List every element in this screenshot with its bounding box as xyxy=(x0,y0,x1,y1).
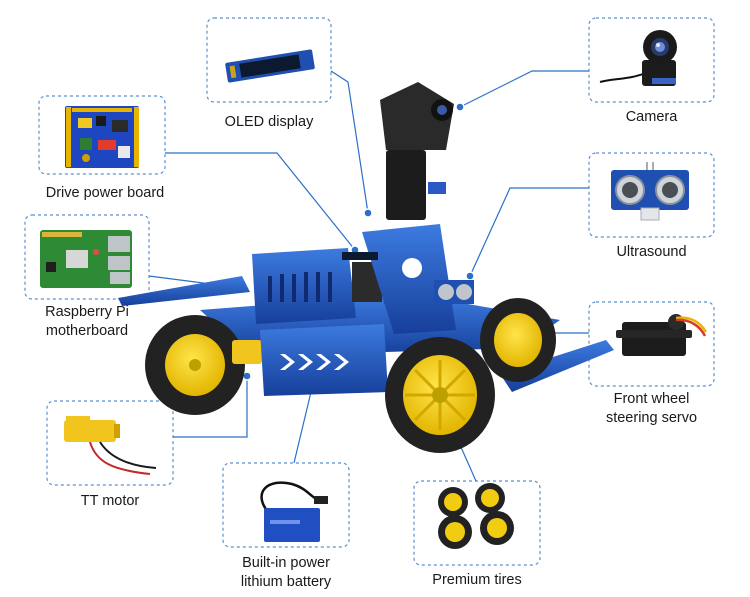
leader-tt-motor xyxy=(173,376,248,438)
raspberry-pi-image xyxy=(40,230,132,288)
raspberry-pi-frame xyxy=(24,214,150,300)
dot-camera xyxy=(455,102,465,112)
leader-drive-board xyxy=(165,152,356,251)
label-ultrasound: Ultrasound xyxy=(616,244,687,260)
dot-oled xyxy=(363,208,373,218)
label-front-servo-line2: steering servo xyxy=(605,410,698,426)
label-battery-line2: lithium battery xyxy=(240,574,332,590)
tires-frame xyxy=(413,480,541,566)
label-camera: Camera xyxy=(625,109,678,125)
label-drive-power-board: Drive power board xyxy=(45,185,165,201)
robot-car xyxy=(118,82,614,453)
leader-oled xyxy=(330,70,369,214)
oled-display-image xyxy=(225,49,315,83)
front-servo-frame xyxy=(588,301,715,387)
tt-motor-frame xyxy=(46,400,174,486)
rear-right-wheel xyxy=(480,298,556,382)
mast-plate xyxy=(362,224,456,334)
steering-servo-image xyxy=(616,314,708,356)
label-front-servo: Front wheel steering servo xyxy=(589,390,714,428)
battery-image xyxy=(260,481,328,542)
drive-power-board-frame xyxy=(38,95,166,175)
leader-ultrasound xyxy=(469,187,589,277)
car-ultrasound xyxy=(434,280,474,304)
label-premium-tires: Premium tires xyxy=(432,572,522,588)
label-battery-line1: Built-in power xyxy=(242,555,330,571)
oled-frame xyxy=(206,17,332,103)
ultrasound-frame xyxy=(588,152,715,238)
rear-arm-plate xyxy=(118,276,250,306)
label-tt-motor: TT motor xyxy=(80,493,140,509)
rear-left-wheel xyxy=(145,315,245,415)
front-left-wheel xyxy=(385,337,495,453)
car-oled xyxy=(342,252,378,260)
camera-image xyxy=(599,30,677,86)
tt-motor-image xyxy=(64,416,157,475)
label-raspberry-pi-line2: motherboard xyxy=(45,323,129,339)
label-battery: Built-in power lithium battery xyxy=(209,554,363,592)
label-front-servo-line1: Front wheel xyxy=(613,391,690,407)
label-oled-display: OLED display xyxy=(224,114,314,130)
dot-ultrasound xyxy=(465,271,475,281)
drive-power-board-image xyxy=(65,106,139,168)
ultrasound-image xyxy=(611,162,689,221)
label-raspberry-pi-line1: Raspberry Pi xyxy=(45,304,129,320)
premium-tires-image xyxy=(438,483,514,549)
car-camera-gimbal xyxy=(380,82,454,220)
car-tt-motor xyxy=(232,340,262,364)
label-raspberry-pi: Raspberry Pi motherboard xyxy=(7,303,167,341)
leader-camera xyxy=(459,70,589,108)
camera-frame xyxy=(588,17,715,103)
battery-frame xyxy=(222,462,350,548)
